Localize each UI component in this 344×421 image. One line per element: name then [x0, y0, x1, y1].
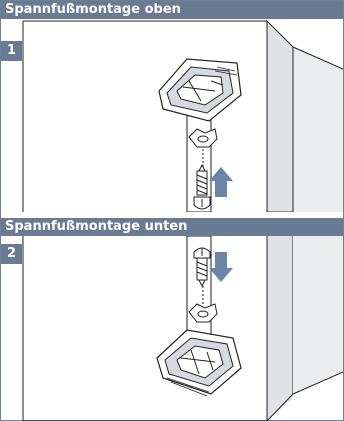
- section-top-mounting: Spannfußmontage oben 1: [1, 1, 343, 212]
- arrow-down-icon: [209, 252, 233, 282]
- step-number: 2: [1, 244, 22, 264]
- arrow-up-icon: [209, 167, 233, 197]
- screw-icon: [193, 247, 211, 288]
- section-divider: [1, 212, 343, 218]
- top-mounting-illustration: [22, 19, 343, 212]
- step-number: 1: [1, 41, 22, 61]
- section-title: Spannfußmontage unten: [1, 218, 343, 236]
- spring-clip-icon: [188, 303, 218, 323]
- clamp-foot-icon: [158, 58, 242, 122]
- bottom-mounting-illustration: [22, 235, 343, 421]
- section-bottom-mounting: Spannfußmontage unten 2: [1, 218, 343, 421]
- clamp-foot-icon: [156, 329, 242, 397]
- screw-icon: [193, 163, 211, 210]
- section-title: Spannfußmontage oben: [1, 1, 343, 19]
- spring-clip-icon: [188, 128, 218, 148]
